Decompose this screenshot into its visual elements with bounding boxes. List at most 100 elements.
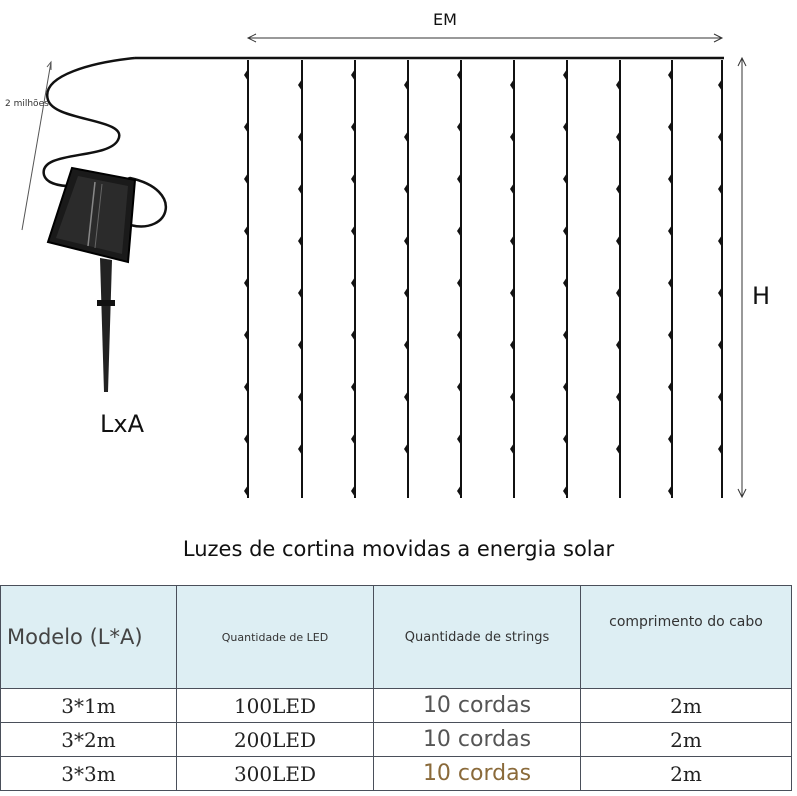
led-bulb-icon bbox=[510, 443, 514, 455]
led-bulb-icon bbox=[718, 131, 722, 143]
product-caption: Luzes de cortina movidas a energia solar bbox=[182, 537, 615, 561]
table-row: 3*3m 300LED 10 cordas 2m bbox=[0, 756, 792, 791]
led-bulb-icon bbox=[563, 433, 567, 445]
led-bulb-icon bbox=[244, 121, 248, 133]
led-bulb-icon bbox=[616, 443, 620, 455]
led-bulb-icon bbox=[298, 235, 302, 247]
led-bulb-icon bbox=[718, 235, 722, 247]
led-bulb-icon bbox=[563, 69, 567, 81]
cell-cable: 2m bbox=[580, 688, 792, 723]
led-bulb-icon bbox=[616, 79, 620, 91]
led-bulb-icon bbox=[668, 485, 672, 497]
led-bulb-icon bbox=[457, 121, 461, 133]
led-bulb-icon bbox=[244, 329, 248, 341]
led-bulb-icon bbox=[351, 433, 355, 445]
width-label: EM bbox=[433, 10, 457, 29]
led-bulb-icon bbox=[404, 391, 408, 403]
table-header-row: Modelo (L*A) Quantidade de LED Quantidad… bbox=[0, 585, 792, 689]
led-bulb-icon bbox=[298, 339, 302, 351]
led-bulb-icon bbox=[351, 225, 355, 237]
led-bulb-icon bbox=[457, 225, 461, 237]
solar-panel-icon bbox=[46, 166, 137, 392]
led-bulb-icon bbox=[404, 443, 408, 455]
led-bulb-icon bbox=[563, 381, 567, 393]
led-bulb-icon bbox=[718, 79, 722, 91]
led-bulb-icon bbox=[244, 225, 248, 237]
led-bulb-icon bbox=[718, 287, 722, 299]
header-cable-length: comprimento do cabo bbox=[580, 585, 792, 689]
led-bulb-icon bbox=[668, 225, 672, 237]
width-dimension-arrow bbox=[246, 33, 724, 43]
led-bulb-icon bbox=[563, 225, 567, 237]
panel-size-label: LxA bbox=[100, 410, 144, 438]
led-bulb-icon bbox=[616, 131, 620, 143]
led-bulb-icon bbox=[510, 79, 514, 91]
led-bulb-icon bbox=[718, 339, 722, 351]
cell-led: 200LED bbox=[176, 722, 374, 757]
cell-led: 100LED bbox=[176, 688, 374, 723]
led-bulb-icon bbox=[616, 183, 620, 195]
led-bulb-icon bbox=[298, 443, 302, 455]
led-bulb-icon bbox=[457, 69, 461, 81]
table-row: 3*1m 100LED 10 cordas 2m bbox=[0, 688, 792, 723]
led-bulb-icon bbox=[244, 433, 248, 445]
led-bulb-icon bbox=[563, 277, 567, 289]
cell-led: 300LED bbox=[176, 756, 374, 791]
spec-table: Modelo (L*A) Quantidade de LED Quantidad… bbox=[0, 585, 792, 791]
led-bulb-icon bbox=[298, 79, 302, 91]
led-bulb-icon bbox=[351, 121, 355, 133]
led-bulb-icon bbox=[616, 339, 620, 351]
led-bulb-icon bbox=[244, 69, 248, 81]
led-bulb-icon bbox=[718, 391, 722, 403]
cell-cable: 2m bbox=[580, 722, 792, 757]
led-bulb-icon bbox=[457, 433, 461, 445]
led-bulb-icon bbox=[457, 277, 461, 289]
cell-model: 3*2m bbox=[0, 722, 177, 757]
led-bulb-icon bbox=[616, 287, 620, 299]
led-bulb-icon bbox=[351, 277, 355, 289]
cable-length-label: 2 milhões bbox=[5, 99, 49, 109]
led-bulb-icon bbox=[351, 173, 355, 185]
table-row: 3*2m 200LED 10 cordas 2m bbox=[0, 722, 792, 757]
led-bulb-icon bbox=[457, 381, 461, 393]
led-bulb-icon bbox=[351, 381, 355, 393]
led-bulb-icon bbox=[510, 339, 514, 351]
led-bulb-icon bbox=[351, 69, 355, 81]
led-bulb-icon bbox=[244, 381, 248, 393]
led-bulb-icon bbox=[298, 287, 302, 299]
led-bulb-icon bbox=[351, 485, 355, 497]
led-bulb-icon bbox=[563, 173, 567, 185]
led-bulb-icon bbox=[616, 391, 620, 403]
led-bulb-icon bbox=[718, 443, 722, 455]
led-bulb-icon bbox=[244, 173, 248, 185]
led-bulb-icon bbox=[668, 173, 672, 185]
light-strands bbox=[244, 60, 723, 498]
led-bulb-icon bbox=[563, 121, 567, 133]
led-bulb-icon bbox=[244, 485, 248, 497]
header-string-count: Quantidade de strings bbox=[373, 585, 581, 689]
led-bulb-icon bbox=[616, 235, 620, 247]
led-bulb-icon bbox=[668, 329, 672, 341]
cell-strings: 10 cordas bbox=[373, 756, 581, 791]
curtain-light-diagram: EM H LxA 2 milhões bbox=[5, 10, 771, 499]
height-dimension-arrow bbox=[737, 56, 747, 499]
diagram-drawing bbox=[21, 33, 747, 499]
led-bulb-icon bbox=[510, 183, 514, 195]
led-bulb-icon bbox=[244, 277, 248, 289]
led-bulb-icon bbox=[404, 339, 408, 351]
led-bulb-icon bbox=[668, 121, 672, 133]
led-bulb-icon bbox=[510, 391, 514, 403]
led-bulb-icon bbox=[510, 235, 514, 247]
led-bulb-icon bbox=[404, 287, 408, 299]
led-bulb-icon bbox=[404, 79, 408, 91]
led-bulb-icon bbox=[668, 69, 672, 81]
led-bulb-icon bbox=[563, 329, 567, 341]
cell-model: 3*3m bbox=[0, 756, 177, 791]
led-bulb-icon bbox=[668, 433, 672, 445]
led-bulb-icon bbox=[457, 485, 461, 497]
led-bulb-icon bbox=[510, 131, 514, 143]
led-bulb-icon bbox=[668, 381, 672, 393]
cell-cable: 2m bbox=[580, 756, 792, 791]
height-label: H bbox=[752, 282, 771, 310]
cable-length-arrow bbox=[21, 60, 52, 231]
